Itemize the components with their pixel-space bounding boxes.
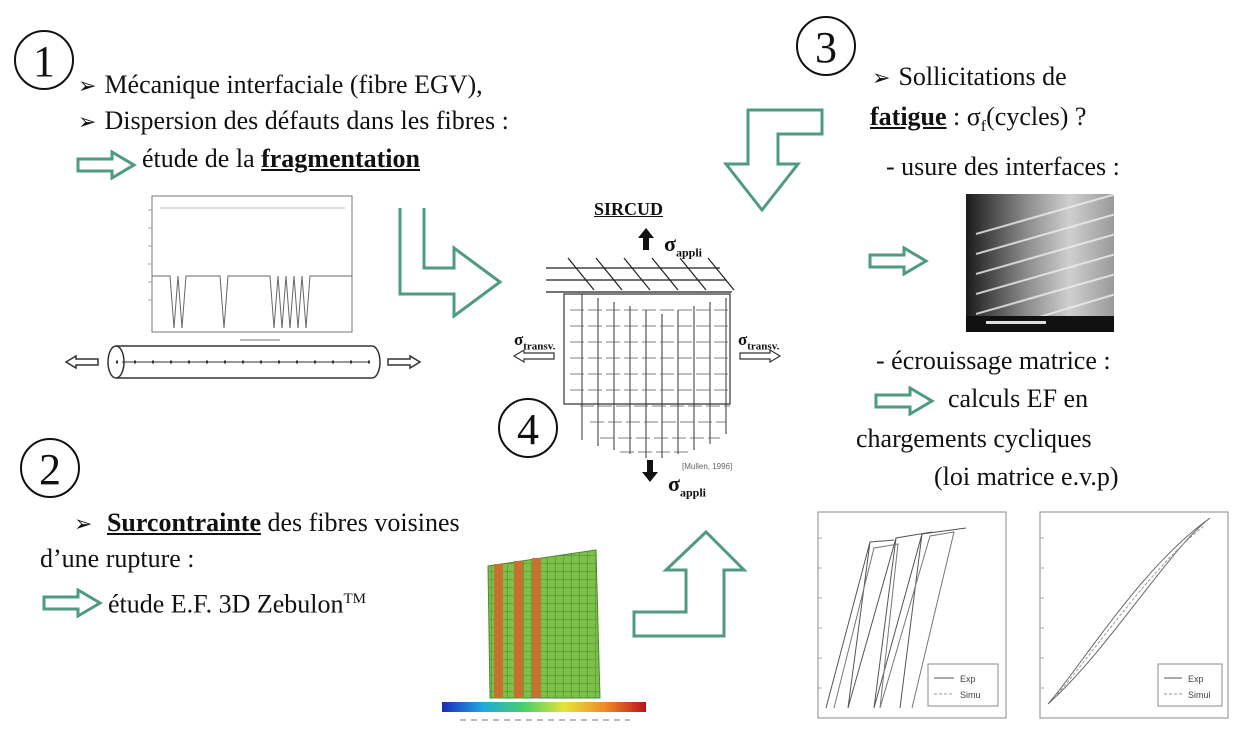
color-scale-bar xyxy=(442,702,646,721)
graph-b-legend-0: Exp xyxy=(1188,674,1204,684)
sigma-transv-right-symbol: σ xyxy=(738,330,748,349)
section3-line2-sub: f xyxy=(980,118,987,136)
section3-line1-text: Sollicitations de xyxy=(898,62,1067,91)
section3-line2-a: : σ xyxy=(946,102,981,131)
section3-line1: Sollicitations de xyxy=(872,62,1067,93)
fe-mesh-model xyxy=(487,549,601,699)
section2-line3: étude E.F. 3D ZebulonTM xyxy=(108,584,366,620)
sigma-appli-sub-bottom: appli xyxy=(679,485,706,500)
hollow-arrow-icon-3 xyxy=(868,246,929,276)
step-number-2: 2 xyxy=(20,438,80,498)
section2-line1: Surcontrainte des fibres voisines xyxy=(74,508,460,539)
hollow-right-arrow-icon xyxy=(739,348,782,364)
sigma-transv-right: σtransv. xyxy=(738,330,779,356)
up-arrow-icon xyxy=(638,228,654,250)
section3-line4: - écrouissage matrice : xyxy=(876,346,1111,375)
green-l-arrow-1 xyxy=(398,208,503,319)
section1-line2-text: Dispersion des défauts dans les fibres : xyxy=(104,106,509,135)
center-title: SIRCUD xyxy=(594,199,664,219)
section1-line3-prefix: étude de la xyxy=(142,144,262,173)
section3-line5: calculs EF en xyxy=(948,384,1089,413)
section3-line7: (loi matrice e.v.p) xyxy=(934,462,1119,491)
section2-line2: d’une rupture : xyxy=(40,544,195,573)
section2-line1-rest: des fibres voisines xyxy=(261,508,460,537)
cyclic-graph-b: Exp Simul xyxy=(1039,511,1229,719)
sigma-symbol: σ xyxy=(664,231,676,256)
hollow-arrow-icon xyxy=(76,150,137,180)
sigma-appli-sub: appli xyxy=(675,245,702,260)
green-l-arrow-2 xyxy=(632,529,748,638)
sigma-appli-top: σappli xyxy=(664,232,702,264)
center-credit: [Mullen, 1996] xyxy=(682,462,733,471)
sigma-transv-left-symbol: σ xyxy=(514,330,524,349)
fragmentation-plot xyxy=(148,195,353,341)
graph-a-legend-1: Simu xyxy=(960,690,981,700)
section3-line2-bold: fatigue xyxy=(870,102,947,131)
section3-line2: fatigue : σf(cycles) ? xyxy=(870,102,1086,142)
step-number-1: 1 xyxy=(14,30,74,90)
step-number-4: 4 xyxy=(498,398,558,458)
sigma-transv-right-sub: transv. xyxy=(747,340,780,353)
graph-b-legend-1: Simul xyxy=(1188,690,1211,700)
section3-line6: chargements cycliques xyxy=(856,424,1092,453)
hollow-arrow-icon-2 xyxy=(42,588,103,618)
section1-line3-bold: fragmentation xyxy=(261,144,420,173)
section3-line2-b: (cycles) ? xyxy=(986,102,1087,131)
sigma-symbol-bottom: σ xyxy=(668,471,680,496)
green-l-arrow-3 xyxy=(722,108,824,213)
section2-line3-sup: TM xyxy=(343,591,367,607)
hollow-arrow-icon-4 xyxy=(874,386,935,416)
section1-line1-text: Mécanique interfaciale (fibre EGV), xyxy=(104,70,483,99)
section2-line1-bold: Surcontrainte xyxy=(106,508,262,537)
graph-a-legend-0: Exp xyxy=(960,674,976,684)
sigma-transv-left-sub: transv. xyxy=(523,340,556,353)
section2-line3-text: étude E.F. 3D Zebulon xyxy=(108,589,344,619)
section1-line2: Dispersion des défauts dans les fibres : xyxy=(78,106,509,137)
step-number-3: 3 xyxy=(796,16,856,76)
hollow-left-arrow-icon xyxy=(512,348,555,364)
sem-image xyxy=(966,194,1114,332)
section1-line1: Mécanique interfaciale (fibre EGV), xyxy=(78,70,483,101)
sigma-transv-left: σtransv. xyxy=(514,330,555,356)
down-arrow-icon xyxy=(642,460,658,482)
fiber-cylinder-diagram xyxy=(64,345,422,379)
section3-line3: - usure des interfaces : xyxy=(886,152,1120,181)
cyclic-graph-a: Exp Simu xyxy=(817,511,1007,719)
fiber-bundle-diagram xyxy=(546,257,735,458)
section1-line3: étude de la fragmentation xyxy=(142,144,420,174)
sigma-appli-bottom: σappli xyxy=(668,472,706,504)
